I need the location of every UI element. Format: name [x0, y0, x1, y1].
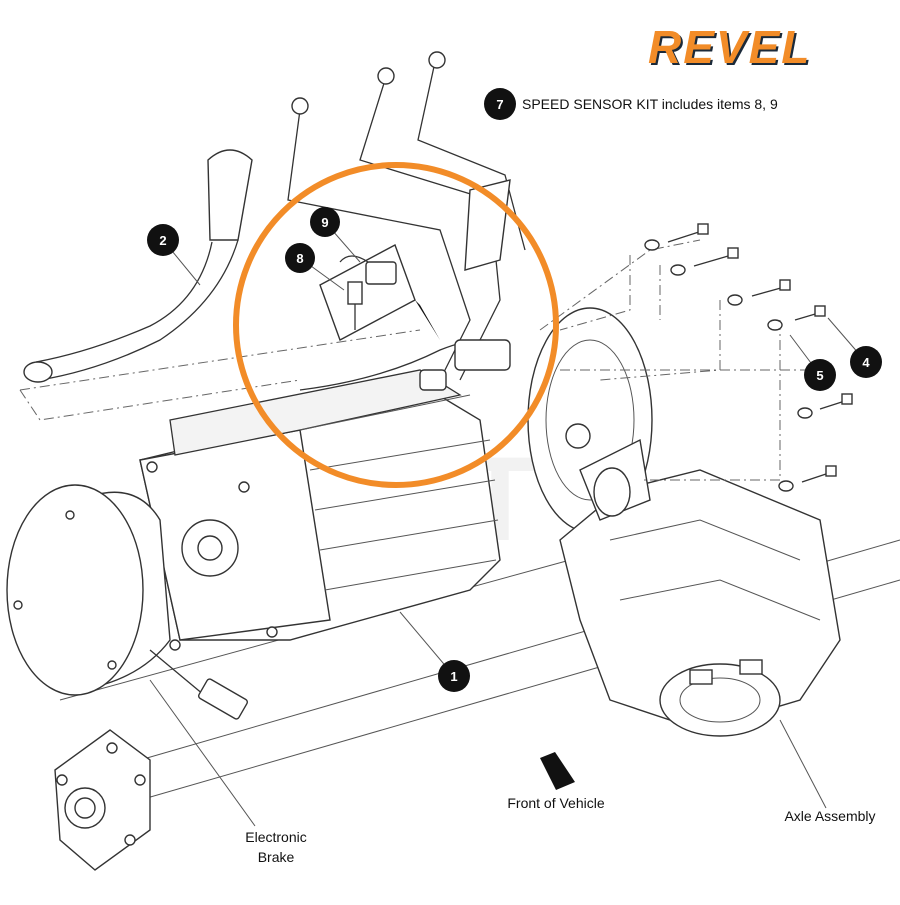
- kit-note: 7 SPEED SENSOR KIT includes items 8, 9: [484, 88, 778, 120]
- front-arrow-icon: [540, 752, 575, 790]
- kit-note-text: SPEED SENSOR KIT includes items 8, 9: [522, 96, 778, 112]
- callout-8: 8: [285, 243, 315, 273]
- sensor-harness: [299, 339, 511, 391]
- brand-logo-text: REVEL: [648, 21, 812, 73]
- axle-assembly-drawing: [527, 307, 841, 737]
- brake-drawing: [6, 484, 249, 720]
- callout-7: 7: [484, 88, 516, 120]
- brand-logo: REVEL: [648, 20, 876, 73]
- callout-4: 4: [850, 346, 882, 378]
- svg-text:5: 5: [816, 368, 823, 383]
- label-front-of-vehicle: Front of Vehicle: [507, 795, 604, 811]
- svg-text:1: 1: [450, 669, 457, 684]
- callout-1: 1: [438, 660, 470, 692]
- motor-drawing: [139, 369, 501, 651]
- label-electronic-brake-line2: Brake: [258, 849, 295, 865]
- svg-text:9: 9: [321, 215, 328, 230]
- label-electronic-brake-line1: Electronic: [245, 829, 306, 845]
- callout-2: 2: [147, 224, 179, 256]
- label-axle-assembly: Axle Assembly: [784, 808, 875, 824]
- highlight-circle: [233, 162, 559, 488]
- bolts: [644, 223, 853, 492]
- svg-text:7: 7: [496, 97, 503, 112]
- callout-5: 5: [804, 359, 836, 391]
- callout-9: 9: [310, 207, 340, 237]
- svg-text:8: 8: [296, 251, 303, 266]
- wheel-hub-drawing: [54, 729, 151, 871]
- svg-text:4: 4: [862, 355, 870, 370]
- sensor-inset: [319, 244, 440, 341]
- cable-drawing: [23, 149, 253, 383]
- svg-text:2: 2: [159, 233, 166, 248]
- alignment-lines: [19, 239, 820, 481]
